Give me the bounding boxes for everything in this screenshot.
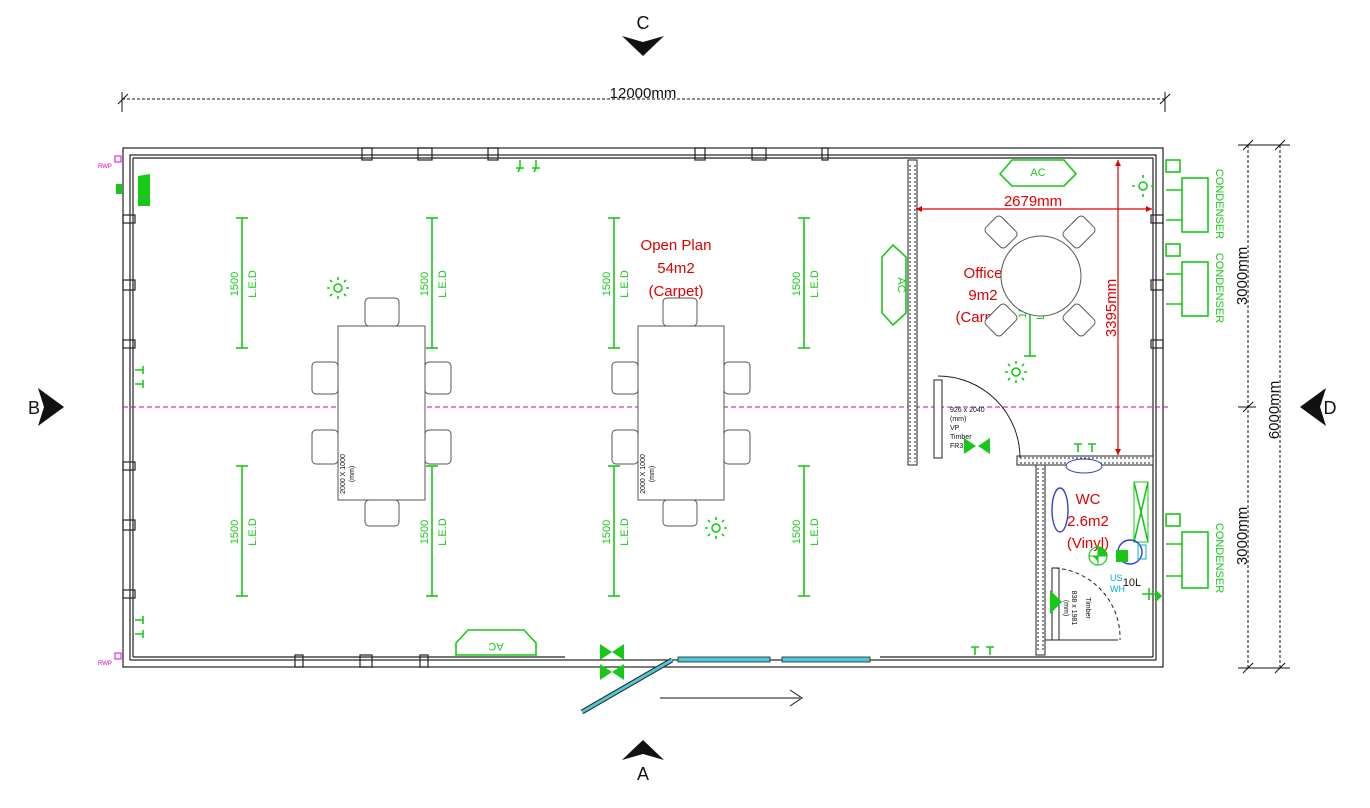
dimension-right-side: 3000mm 3000mm 6000mm (1234, 139, 1290, 674)
section-marker-c: C (622, 13, 664, 56)
section-label-d: D (1324, 398, 1337, 418)
meeting-table-right: 2000 X 1000 (mm) (611, 297, 751, 527)
led-label: L.E.D (437, 518, 449, 546)
led-length: 1500 (791, 520, 803, 544)
condenser-unit: CONDENSER (1165, 159, 1225, 239)
power-outlet-icon (135, 366, 144, 388)
led-length: 1500 (601, 520, 613, 544)
dimension-label-office-depth: 3395mm (1103, 279, 1120, 337)
sensor-icon (1132, 175, 1154, 197)
sensor-icons (135, 160, 1154, 655)
condenser-unit: CONDENSER (1165, 243, 1225, 323)
sensor-icon (327, 277, 349, 299)
table-size-unit: (mm) (649, 466, 656, 482)
led-label: L.E.D (619, 270, 631, 298)
led-label: L.E.D (809, 270, 821, 298)
room-finish-open-plan: (Carpet) (648, 283, 703, 300)
section-label-c: C (637, 13, 650, 33)
table-size-unit: (mm) (349, 466, 356, 482)
rwp-label: RWP (98, 661, 112, 667)
led-label: L.E.D (619, 518, 631, 546)
room-area-office: 9m2 (968, 287, 997, 304)
dimension-label-overall-width: 12000mm (610, 85, 677, 102)
power-outlet-icon (971, 646, 994, 655)
led-label: L.E.D (809, 518, 821, 546)
office-door-rating: FR3 (950, 443, 963, 450)
office-door-size: 926 x 2040 (950, 407, 985, 414)
led-length: 1500 (419, 520, 431, 544)
wc-door-material: Timber (1084, 597, 1091, 619)
office-round-table (984, 215, 1096, 337)
room-name-open-plan: Open Plan (641, 237, 712, 254)
condenser-unit: CONDENSER (1165, 513, 1225, 593)
office-door-type: VP (950, 425, 960, 432)
led-light: 1500 L.E.D (229, 217, 259, 349)
wc-door-size: 838 x 1981 (1070, 591, 1077, 626)
ac-label: AC (488, 640, 503, 652)
rain-water-pipe-top: RWP (98, 155, 150, 206)
led-label: L.E.D (247, 518, 259, 546)
led-length: 1500 (601, 272, 613, 296)
room-label-wc: WC 2.6m2 (Vinyl) (1067, 491, 1109, 552)
dimension-label-upper-depth: 3000mm (1234, 247, 1251, 305)
office-door-unit: (mm) (950, 416, 966, 423)
table-size-label: 2000 X 1000 (640, 454, 647, 494)
meeting-table-left: 2000 X 1000 (mm) (311, 297, 452, 527)
led-light: 1500 L.E.D (601, 465, 631, 597)
us-label: US (1110, 573, 1123, 583)
room-name-office: Office (964, 265, 1003, 282)
led-light: 1500 L.E.D (419, 465, 449, 597)
dimension-overall-width: 12000mm (117, 85, 1171, 112)
ac-label: AC (895, 277, 907, 292)
ac-unit-office-left: AC (881, 243, 907, 327)
section-marker-b: B (28, 388, 64, 426)
wc-fittings: 10L US WH (1051, 458, 1162, 602)
led-length: 1500 (229, 520, 241, 544)
wh-label: WH (1110, 584, 1125, 594)
ac-unit-open-plan: AC (455, 629, 537, 656)
room-label-open-plan: Open Plan 54m2 (Carpet) (641, 237, 712, 300)
led-label: L.E.D (437, 270, 449, 298)
section-marker-d: D (1300, 388, 1337, 426)
dimension-label-overall-depth: 6000mm (1266, 381, 1283, 439)
dimension-label-office-width: 2679mm (1004, 193, 1062, 210)
wc-door-label: 838 x 1981 (mm) Timber (1050, 590, 1091, 625)
led-light: 1500 L.E.D (601, 217, 631, 349)
led-length: 1500 (229, 272, 241, 296)
led-light: 1500 L.E.D (229, 465, 259, 597)
led-length: 1500 (419, 272, 431, 296)
ac-unit-office-top: AC (998, 159, 1078, 187)
led-light: 1500 L.E.D (791, 217, 821, 349)
power-outlet-icon (516, 160, 540, 173)
section-label-a: A (637, 764, 649, 784)
section-marker-a: A (622, 740, 664, 784)
wc-door-unit: (mm) (1062, 600, 1069, 616)
office-door-material: Timber (950, 434, 972, 441)
rain-water-pipe-bottom: RWP (98, 652, 122, 667)
led-label: L.E.D (247, 270, 259, 298)
table-size-label: 2000 X 1000 (340, 454, 347, 494)
condenser-label: CONDENSER (1213, 523, 1225, 593)
led-light: 1500 L.E.D (791, 465, 821, 597)
sensor-icon (1005, 361, 1027, 383)
power-outlet-icon (1074, 443, 1096, 452)
section-label-b: B (28, 398, 40, 418)
condenser-label: CONDENSER (1213, 253, 1225, 323)
office-door-label: 926 x 2040 (mm) VP Timber FR3 (950, 407, 990, 454)
condenser-label: CONDENSER (1213, 169, 1225, 239)
dimension-label-lower-depth: 3000mm (1234, 507, 1251, 565)
rwp-label: RWP (98, 164, 112, 170)
room-name-wc: WC (1076, 491, 1101, 508)
ac-label: AC (1030, 167, 1045, 179)
led-length: 1500 (791, 272, 803, 296)
room-area-open-plan: 54m2 (657, 260, 695, 277)
led-light: 1500 L.E.D (419, 217, 449, 349)
entry-door (600, 644, 803, 707)
water-heater-label: 10L (1123, 577, 1141, 589)
office-dimensions: 2679mm 3395mm (916, 160, 1152, 455)
room-area-wc: 2.6m2 (1067, 513, 1109, 530)
power-outlet-icon (135, 616, 144, 638)
sensor-icon (705, 517, 727, 539)
